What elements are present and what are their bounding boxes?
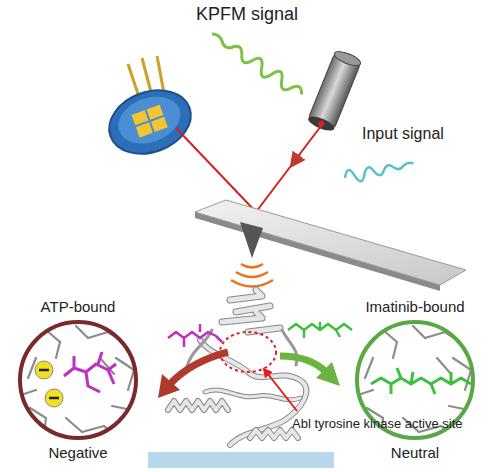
callout-leader bbox=[264, 369, 297, 411]
illustration-part bbox=[100, 79, 199, 164]
illustration-part bbox=[168, 401, 228, 410]
illustration-part bbox=[195, 200, 466, 285]
signal-label: Input signal bbox=[362, 124, 444, 143]
cantilever bbox=[195, 200, 466, 291]
illustration-part bbox=[49, 397, 59, 400]
illustration-part bbox=[39, 369, 49, 372]
illustration-part bbox=[112, 89, 187, 152]
substrate bbox=[148, 452, 334, 468]
illustration-part bbox=[393, 342, 397, 358]
illustration-part bbox=[128, 370, 134, 390]
illustration-part bbox=[292, 154, 300, 165]
binding-circle bbox=[16, 318, 140, 442]
illustration-part bbox=[45, 389, 63, 407]
active-site-ring bbox=[220, 332, 276, 372]
illustration-part bbox=[56, 342, 60, 358]
illustration-part bbox=[222, 290, 280, 332]
illustration-part bbox=[131, 110, 148, 125]
illustration-part bbox=[333, 49, 363, 69]
protein-ribbon bbox=[168, 290, 306, 445]
illustration-part bbox=[469, 410, 473, 428]
illustration-part bbox=[250, 430, 298, 438]
illustration-part bbox=[136, 122, 153, 137]
illustration-part bbox=[306, 114, 336, 134]
illustration-part bbox=[64, 352, 116, 392]
illustration-part bbox=[222, 290, 280, 332]
illustration-part bbox=[371, 368, 471, 394]
illustration-part bbox=[24, 390, 36, 394]
illustration-part bbox=[241, 264, 263, 268]
illustration-part bbox=[146, 105, 163, 120]
illustration-part bbox=[88, 332, 108, 338]
illustration-part bbox=[20, 322, 136, 438]
charge-label: Negative bbox=[48, 444, 107, 462]
illustration-part bbox=[361, 390, 373, 394]
illustration-part bbox=[437, 358, 451, 374]
illustration-part bbox=[425, 332, 445, 338]
laser-beam bbox=[176, 126, 321, 212]
site-label: Abl tyrosine kinase active site bbox=[292, 416, 463, 432]
illustration-part bbox=[20, 322, 136, 438]
illustration-part bbox=[100, 79, 199, 164]
imatinib-arrow bbox=[280, 356, 326, 372]
illustration-part bbox=[176, 128, 256, 212]
illustration-part bbox=[205, 390, 300, 400]
input-wave bbox=[344, 157, 415, 185]
illustration-part bbox=[288, 322, 352, 338]
kpfm-wave bbox=[208, 28, 305, 100]
illustration-part bbox=[240, 222, 263, 258]
illustration-part bbox=[371, 368, 471, 394]
illustration-part bbox=[82, 426, 104, 432]
illustration-part bbox=[413, 326, 425, 338]
illustration-part bbox=[250, 430, 298, 438]
signal-title: KPFM signal bbox=[196, 4, 298, 26]
laser-source bbox=[306, 49, 362, 134]
illustration-part bbox=[35, 361, 53, 379]
state-heading: Imatinib-bound bbox=[365, 298, 464, 316]
illustration-part bbox=[132, 410, 136, 428]
imatinib-bound-site: Imatinib-boundNeutral bbox=[345, 298, 485, 462]
illustration-part bbox=[66, 418, 82, 432]
illustration-part bbox=[157, 56, 164, 93]
photodetector bbox=[100, 56, 199, 165]
illustration-part bbox=[365, 358, 373, 378]
illustration-part bbox=[236, 272, 268, 277]
illustration-part bbox=[256, 126, 321, 212]
illustration-part bbox=[76, 326, 88, 338]
vibration-arcs bbox=[231, 264, 273, 287]
illustration-part bbox=[208, 28, 305, 100]
illustration-part bbox=[344, 157, 415, 185]
illustration-part bbox=[64, 352, 116, 392]
state-heading: ATP-bound bbox=[41, 298, 116, 316]
atp-arrow bbox=[170, 352, 228, 384]
illustration-part bbox=[168, 401, 228, 410]
atp-molecule bbox=[168, 324, 222, 347]
charge-label: Neutral bbox=[391, 444, 439, 462]
imatinib-arrow-head bbox=[316, 362, 340, 386]
illustration-part bbox=[231, 280, 273, 287]
atp-arrow-head bbox=[158, 374, 180, 398]
atp-bound-site: ATP-boundNegative bbox=[8, 298, 148, 462]
imatinib-molecule bbox=[288, 322, 352, 338]
illustration-part bbox=[168, 324, 222, 347]
illustration-part bbox=[151, 117, 168, 132]
illustration-part bbox=[205, 390, 300, 400]
